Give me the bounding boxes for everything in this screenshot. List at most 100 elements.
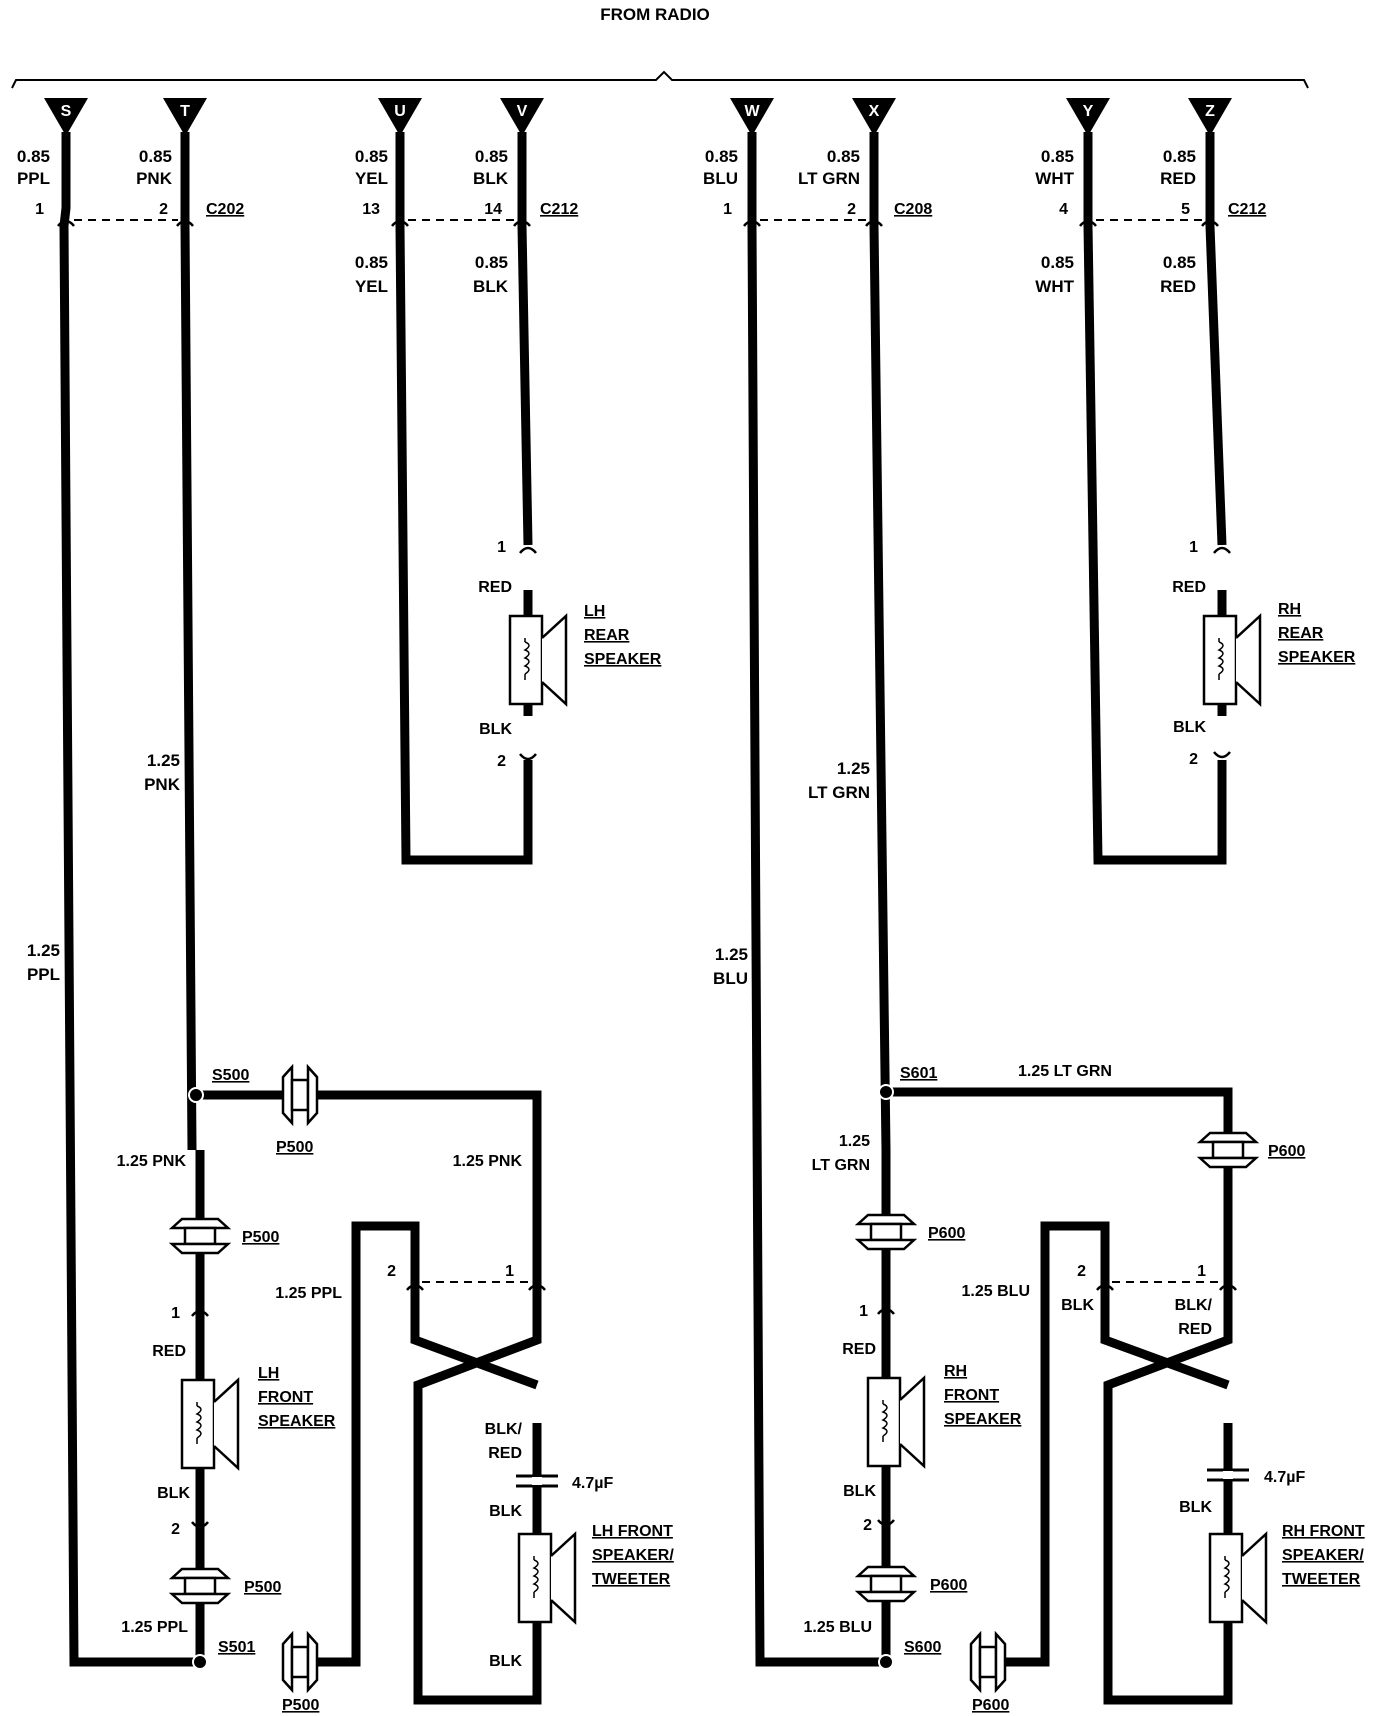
svg-text:P600: P600: [928, 1225, 965, 1242]
terminal-y: Y: [1066, 98, 1110, 136]
svg-text:V: V: [517, 103, 528, 120]
svg-text:RED: RED: [488, 1445, 522, 1462]
wire-label-x-size: 0.85: [827, 147, 860, 166]
svg-text:RH: RH: [944, 1363, 967, 1380]
wire-label-s-color: PPL: [17, 169, 50, 188]
terminal-s: S: [44, 98, 88, 136]
svg-text:RED: RED: [842, 1341, 876, 1358]
svg-text:S601: S601: [900, 1065, 937, 1082]
svg-text:U: U: [394, 103, 406, 120]
svg-text:2: 2: [863, 1517, 872, 1534]
svg-text:1: 1: [171, 1305, 180, 1322]
svg-text:P600: P600: [972, 1697, 1009, 1714]
terminal-u: U: [378, 98, 422, 136]
wire-label-v2-color: BLK: [473, 277, 509, 296]
svg-text:T: T: [180, 103, 190, 120]
passthrough-p500-bottom: [170, 1567, 230, 1605]
wire-label-x-mid-color: LT GRN: [808, 783, 870, 802]
svg-text:P600: P600: [1268, 1143, 1305, 1160]
wire-label-v-size: 0.85: [475, 147, 508, 166]
svg-text:SPEAKER: SPEAKER: [258, 1413, 336, 1430]
svg-text:13: 13: [362, 201, 380, 218]
svg-text:1: 1: [505, 1263, 514, 1280]
svg-text:TWEETER: TWEETER: [592, 1571, 671, 1588]
passthrough-p600-mid: [856, 1213, 916, 1251]
wire-s601-rh-tweeter: [886, 1087, 1233, 1705]
svg-text:2: 2: [1189, 751, 1198, 768]
wire-label-u2-size: 0.85: [355, 253, 388, 272]
svg-text:C202: C202: [206, 201, 244, 218]
wire-label-u-size: 0.85: [355, 147, 388, 166]
svg-text:BLK: BLK: [157, 1485, 190, 1502]
svg-text:BLK: BLK: [479, 721, 512, 738]
svg-text:BLK/: BLK/: [485, 1421, 523, 1438]
terminal-x: X: [852, 98, 896, 136]
wire-y: [1083, 132, 1227, 865]
wire-label-z2-size: 0.85: [1163, 253, 1196, 272]
svg-text:1.25 PNK: 1.25 PNK: [117, 1153, 187, 1170]
radio-bracket: [11, 70, 1309, 89]
svg-text:2: 2: [847, 201, 856, 218]
svg-text:2: 2: [159, 201, 168, 218]
svg-text:P500: P500: [244, 1579, 281, 1596]
passthrough-p500-mid: [170, 1217, 230, 1255]
svg-text:RED: RED: [1172, 579, 1206, 596]
svg-text:BLK: BLK: [489, 1653, 522, 1670]
svg-text:1: 1: [723, 201, 732, 218]
passthrough-p600-lower: [969, 1632, 1007, 1692]
svg-text:1.25 PPL: 1.25 PPL: [121, 1619, 188, 1636]
passthrough-p600-bottom: [856, 1565, 916, 1603]
svg-text:4: 4: [1059, 201, 1068, 218]
svg-text:4.7µF: 4.7µF: [1264, 1469, 1305, 1486]
svg-text:2: 2: [171, 1521, 180, 1538]
svg-text:RED: RED: [1178, 1321, 1212, 1338]
wire-label-w-mid-color: BLU: [713, 969, 748, 988]
svg-text:S600: S600: [904, 1639, 941, 1656]
terminal-w: W: [730, 98, 774, 136]
svg-text:LT GRN: LT GRN: [812, 1157, 870, 1174]
svg-text:1.25 PNK: 1.25 PNK: [453, 1153, 523, 1170]
wire-label-s-mid-color: PPL: [27, 965, 60, 984]
wire-label-t-color: PNK: [136, 169, 173, 188]
svg-text:P600: P600: [930, 1577, 967, 1594]
wire-label-x-color: LT GRN: [798, 169, 860, 188]
wire-label-s-mid-size: 1.25: [27, 941, 60, 960]
svg-text:SPEAKER/: SPEAKER/: [592, 1547, 674, 1564]
svg-text:P500: P500: [276, 1139, 313, 1156]
wire-label-z2-color: RED: [1160, 277, 1196, 296]
svg-text:TWEETER: TWEETER: [1282, 1571, 1361, 1588]
wire-label-t-size: 0.85: [139, 147, 172, 166]
wire-u: [395, 132, 533, 865]
svg-text:SPEAKER/: SPEAKER/: [1282, 1547, 1364, 1564]
svg-text:4.7µF: 4.7µF: [572, 1475, 613, 1492]
rh-rear-speaker: 1 RED BLK 2 RH REAR SPEAKER: [1172, 539, 1356, 768]
passthrough-p500-top: [281, 1065, 319, 1125]
svg-text:LH: LH: [258, 1365, 279, 1382]
svg-text:Z: Z: [1205, 103, 1215, 120]
svg-text:SPEAKER: SPEAKER: [584, 651, 662, 668]
connector-c212-right: 4 5 C212: [1059, 201, 1266, 227]
svg-text:BLK: BLK: [1173, 719, 1206, 736]
wire-label-w-color: BLU: [703, 169, 738, 188]
svg-text:1.25 BLU: 1.25 BLU: [962, 1283, 1030, 1300]
svg-text:FRONT: FRONT: [944, 1387, 999, 1404]
wire-t: [180, 132, 197, 1151]
wire-label-y2-color: WHT: [1035, 277, 1074, 296]
wire-label-z-size: 0.85: [1163, 147, 1196, 166]
wire-label-y2-size: 0.85: [1041, 253, 1074, 272]
svg-text:1.25: 1.25: [839, 1133, 870, 1150]
svg-text:1: 1: [35, 201, 44, 218]
svg-text:BLK: BLK: [1061, 1297, 1094, 1314]
svg-text:1: 1: [1189, 539, 1198, 556]
wire-v: [517, 132, 533, 546]
svg-text:REAR: REAR: [584, 627, 630, 644]
terminal-z: Z: [1188, 98, 1232, 136]
svg-text:S: S: [61, 103, 72, 120]
svg-text:P500: P500: [242, 1229, 279, 1246]
svg-text:Y: Y: [1083, 103, 1094, 120]
wire-label-z-color: RED: [1160, 169, 1196, 188]
wire-label-t-mid-size: 1.25: [147, 751, 180, 770]
lh-front-circuit: S500 P500 1.25 PNK 1.25 PNK P500 1.25 PP…: [117, 1065, 674, 1714]
passthrough-p500-lower: [281, 1632, 319, 1692]
